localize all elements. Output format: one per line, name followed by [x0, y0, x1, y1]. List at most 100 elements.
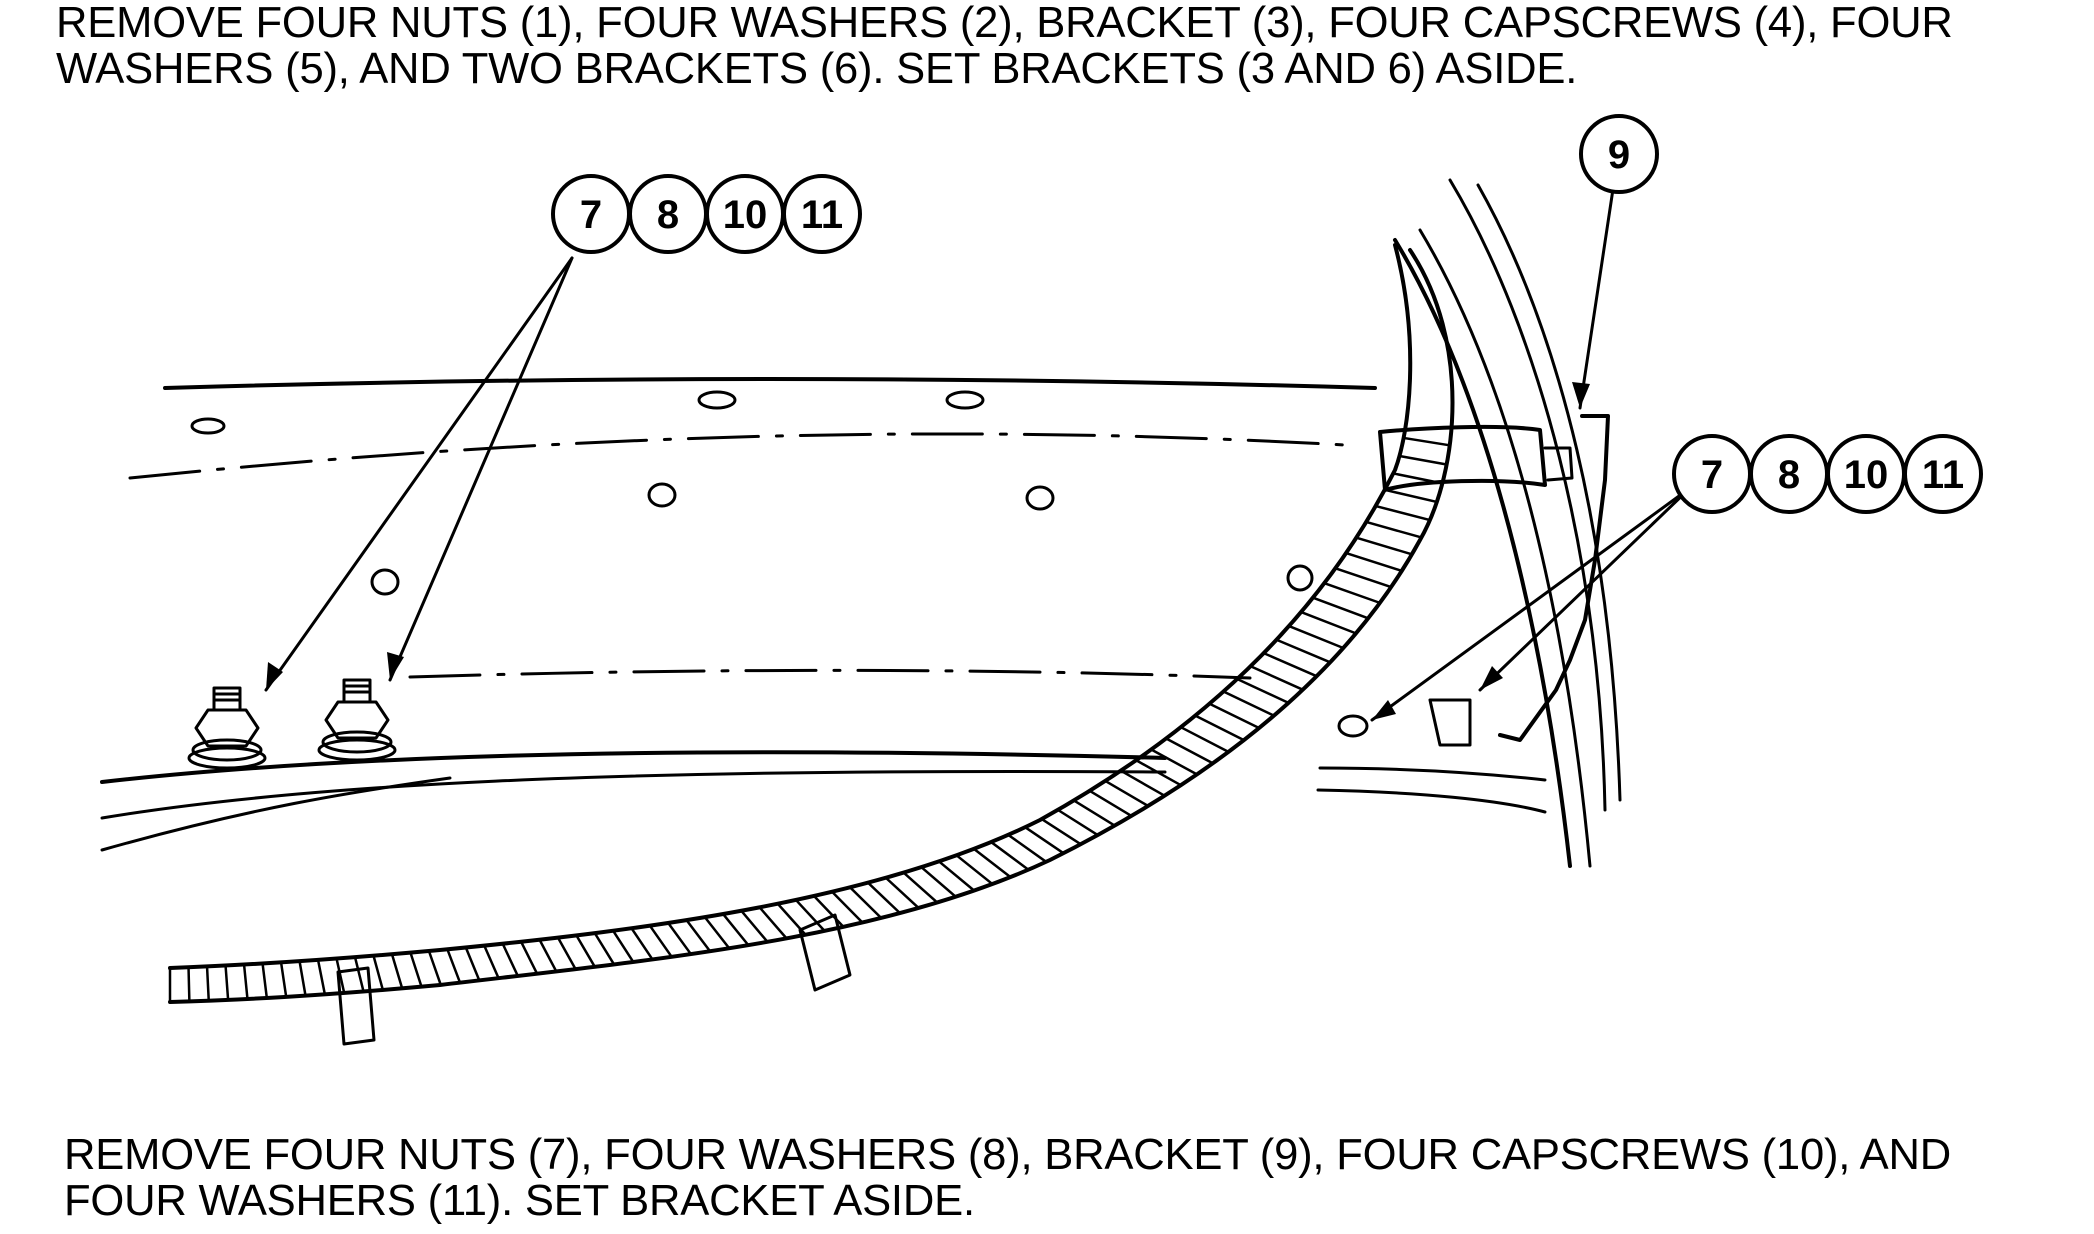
- panel-bottom-flange-2: [100, 769, 1167, 820]
- conduit-rib: [1194, 714, 1246, 742]
- conduit-rib: [446, 948, 462, 984]
- conduit-rib: [1383, 488, 1439, 504]
- conduit-rib: [1364, 520, 1423, 539]
- conduit-rib: [556, 936, 577, 971]
- conduit-rib: [483, 944, 500, 980]
- conduit-rib: [242, 963, 249, 1001]
- conduit-rib: [187, 966, 191, 1003]
- conduit-rib: [575, 934, 597, 969]
- conduit-rib: [1392, 472, 1444, 485]
- conduit-rib: [1262, 651, 1318, 678]
- instruction-bottom-line-1: REMOVE FOUR NUTS (7), FOUR WASHERS (8), …: [64, 1130, 1952, 1179]
- conduit-rib: [390, 952, 404, 990]
- conduit-rib: [501, 942, 520, 978]
- conduit-rib: [593, 931, 616, 966]
- conduit-rib: [1023, 825, 1065, 855]
- bracket-9-tab: [1428, 698, 1472, 747]
- callout-8-right-label: 8: [1778, 453, 1800, 497]
- nut-assembly-left: [187, 686, 267, 770]
- conduit-rib: [261, 962, 269, 1000]
- conduit-ribs: [168, 436, 1451, 1004]
- conduit-rib: [794, 898, 826, 933]
- instruction-top-line-2: WASHERS (5), AND TWO BRACKETS (6). SET B…: [56, 44, 1578, 93]
- instruction-top: REMOVE FOUR NUTS (1), FOUR WASHERS (2), …: [56, 0, 2076, 92]
- callout-group-right: 7 8 10 11: [1672, 434, 1983, 514]
- conduit-rib: [279, 961, 288, 999]
- callout-10-right: 10: [1826, 434, 1906, 514]
- conduit-rib: [1299, 610, 1358, 635]
- conduit-rib: [902, 871, 939, 904]
- conduit-rib: [1040, 817, 1082, 846]
- conduit-rib: [666, 921, 693, 956]
- conduit-rib: [812, 894, 845, 929]
- conduit-rib: [1164, 737, 1215, 765]
- conduit-rib: [648, 924, 673, 959]
- conduit-rib: [1402, 436, 1451, 447]
- callout-10-left: 10: [705, 174, 785, 254]
- conduit-rib: [1056, 808, 1099, 837]
- callout-11-right: 11: [1903, 434, 1983, 514]
- panel-bottom-flange-1: [100, 750, 1167, 784]
- conduit-rib: [1323, 581, 1382, 605]
- conduit-rib: [1235, 677, 1290, 705]
- instruction-bottom-line-2: FOUR WASHERS (11). SET BRACKET ASIDE.: [64, 1176, 975, 1225]
- conduit-rib: [464, 946, 481, 982]
- arrowheads: [266, 382, 1590, 720]
- conduit-rib: [372, 954, 385, 992]
- conduit-rib: [353, 955, 365, 993]
- conduit-rib: [1072, 799, 1116, 827]
- conduit-rib: [1104, 779, 1150, 808]
- conduit-rib: [1355, 536, 1414, 556]
- conduit-rib: [519, 940, 539, 975]
- callout-7-left-label: 7: [580, 193, 602, 237]
- nut-assembly-right: [317, 678, 397, 762]
- conduit-rib: [1249, 664, 1305, 691]
- callout-11-left-label: 11: [801, 193, 843, 237]
- callout-7-right: 7: [1672, 434, 1752, 514]
- callout-8-right: 8: [1749, 434, 1829, 514]
- bracket-9: [1498, 414, 1610, 742]
- conduit-rib: [298, 959, 307, 997]
- conduit-rib: [989, 840, 1030, 871]
- conduit-rib: [224, 964, 230, 1002]
- callout-10-left-label: 10: [723, 193, 768, 237]
- conduit-rib: [1275, 638, 1332, 664]
- instruction-bottom: REMOVE FOUR NUTS (7), FOUR WASHERS (8), …: [64, 1132, 2074, 1224]
- panel-bottom-flange-right-2: [1316, 788, 1547, 814]
- conduit-rib: [1149, 748, 1199, 776]
- conduit-rib: [1208, 702, 1261, 730]
- conduit-rib: [884, 876, 920, 910]
- panel-centerline-upper: [128, 432, 1347, 480]
- panel-bottom-flange-3: [100, 776, 452, 852]
- callout-10-right-label: 10: [1844, 453, 1889, 497]
- conduit-rib: [721, 912, 750, 947]
- frame-rail-2: [1418, 228, 1592, 868]
- frame-rail-1: [1393, 238, 1572, 868]
- conduit-rib: [740, 909, 769, 944]
- frame-rail-3: [1448, 178, 1607, 812]
- callout-7-right-label: 7: [1701, 453, 1723, 497]
- conduit-rib: [538, 938, 558, 973]
- conduit-rib: [972, 847, 1012, 879]
- conduit-rib: [830, 890, 864, 924]
- conduit-upper-edge: [168, 248, 1455, 1004]
- mounting-holes: [190, 390, 1369, 738]
- conduit-rib: [1334, 567, 1393, 589]
- conduit-rib: [955, 854, 994, 886]
- conduit-rib: [335, 957, 346, 995]
- callout-group-left: 7 8 10 11: [551, 174, 862, 254]
- conduit-rib: [758, 906, 788, 940]
- conduit-rib: [1344, 551, 1404, 573]
- conduit-rib: [937, 860, 976, 892]
- panel-centerline-lower: [408, 668, 1252, 680]
- frame-rail-4: [1476, 183, 1622, 802]
- conduit-rib: [409, 951, 423, 988]
- callout-9-label: 9: [1608, 133, 1630, 177]
- cable-tie-2: [336, 966, 376, 1046]
- conduit-rib: [1006, 833, 1048, 864]
- conduit-rib: [776, 902, 807, 936]
- conduit-rib: [1119, 769, 1166, 797]
- leader-lines: [264, 154, 1692, 722]
- conduit-rib: [703, 915, 731, 950]
